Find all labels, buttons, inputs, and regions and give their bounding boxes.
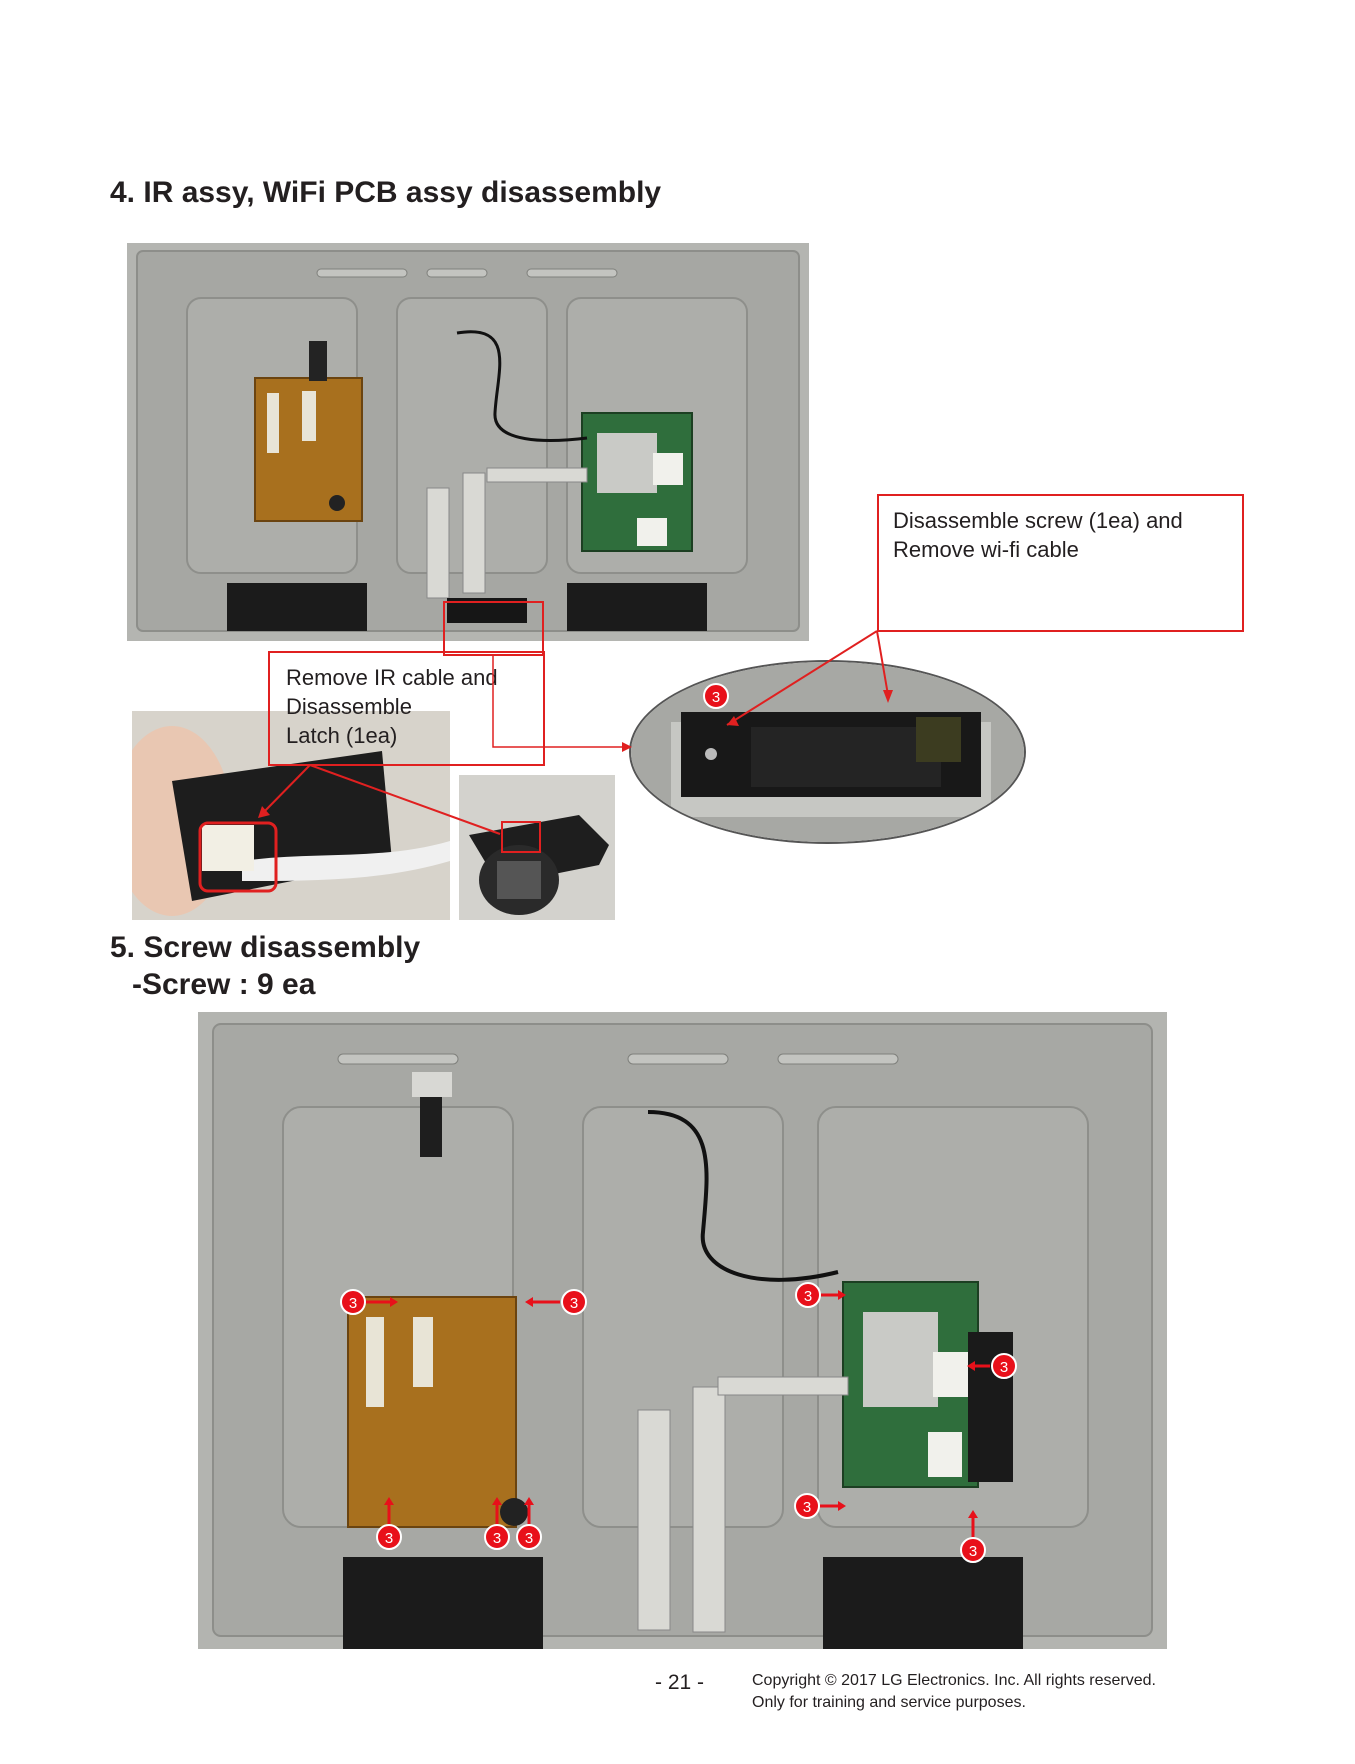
- screw-badge-main-top-left: 3: [795, 1282, 846, 1308]
- ir-latch-hand-illustration: [132, 711, 450, 920]
- screw-label-7: 3: [1000, 1359, 1008, 1376]
- ir-to-zoom-arrowhead: [622, 742, 632, 752]
- screw-label-5: 3: [525, 1530, 533, 1547]
- tv-back-photo-screws: [198, 1012, 1167, 1649]
- screw-badge-main-bottom-right: 3: [960, 1510, 986, 1563]
- copyright-line2: Only for training and service purposes.: [752, 1694, 1026, 1711]
- screw-label-6: 3: [804, 1288, 812, 1305]
- ir-latch-arrow: [309, 764, 501, 835]
- screw-label-2: 3: [570, 1295, 578, 1312]
- wifi-pcb-zoom-illustration: [631, 662, 1024, 842]
- wifi-screw-arrow: [726, 630, 878, 726]
- screw-badge-power-bottom-middle: 3: [484, 1497, 510, 1550]
- copyright-line1: Copyright © 2017 LG Electronics. Inc. Al…: [752, 1672, 1156, 1689]
- ir-assy-photo: [459, 775, 615, 920]
- screw-label-9: 3: [969, 1543, 977, 1560]
- screw-label-4: 3: [493, 1530, 501, 1547]
- screw-badge-power-bottom-left: 3: [376, 1497, 402, 1550]
- callout-ir-line1: Remove IR cable and: [286, 665, 498, 690]
- latch-arrow: [259, 764, 311, 817]
- callout-wifi-line2: Remove wi-fi cable: [893, 537, 1079, 562]
- ir-assy-illustration: [459, 775, 615, 920]
- screw-badge-main-bottom-left: 3: [794, 1493, 846, 1519]
- latch-arrowhead: [258, 806, 270, 818]
- tv-back-photo-ir-wifi: [127, 243, 809, 641]
- callout-wifi-cable: Disassemble screw (1ea) and Remove wi-fi…: [877, 494, 1244, 632]
- screw-label-1: 3: [349, 1295, 357, 1312]
- callout-ir-line3: Latch (1ea): [286, 723, 398, 748]
- wifi-cable-arrowhead: [883, 690, 893, 703]
- tv-back-screws-illustration: [198, 1012, 1167, 1649]
- section4-title: 4. IR assy, WiFi PCB assy disassembly: [110, 176, 662, 209]
- callout-ir-line2: Disassemble: [286, 694, 412, 719]
- callout-wifi-line1: Disassemble screw (1ea) and: [893, 508, 1183, 533]
- tv-back-panel-illustration: [127, 243, 809, 641]
- screw-label-3: 3: [385, 1530, 393, 1547]
- page-number: - 21 -: [655, 1671, 705, 1694]
- screw-label-8: 3: [803, 1499, 811, 1516]
- section5-title: 5. Screw disassembly: [110, 931, 421, 964]
- ir-latch-hand-photo: [132, 711, 450, 920]
- wifi-cable-arrow: [876, 630, 889, 696]
- screw-badge-power-top-left: 3: [340, 1289, 398, 1315]
- screw-badge-wifi: 3: [703, 683, 729, 709]
- screw-badge-power-top-right: 3: [525, 1289, 587, 1315]
- screw-badge-main-right: 3: [967, 1353, 1017, 1379]
- ir-assy-latch-box: [501, 821, 541, 853]
- wifi-pcb-zoom-ellipse: [629, 660, 1026, 844]
- wifi-screw-arrowhead: [727, 716, 739, 726]
- latch-highlight-box: [198, 821, 278, 893]
- callout-ir-cable: Remove IR cable and Disassemble Latch (1…: [268, 651, 545, 766]
- screw-badge-wifi-label: 3: [712, 689, 720, 706]
- section5-subtitle: -Screw : 9 ea: [132, 968, 316, 1001]
- ir-to-zoom-connector: [492, 655, 622, 748]
- screw-badge-power-bottom-right: 3: [516, 1497, 542, 1550]
